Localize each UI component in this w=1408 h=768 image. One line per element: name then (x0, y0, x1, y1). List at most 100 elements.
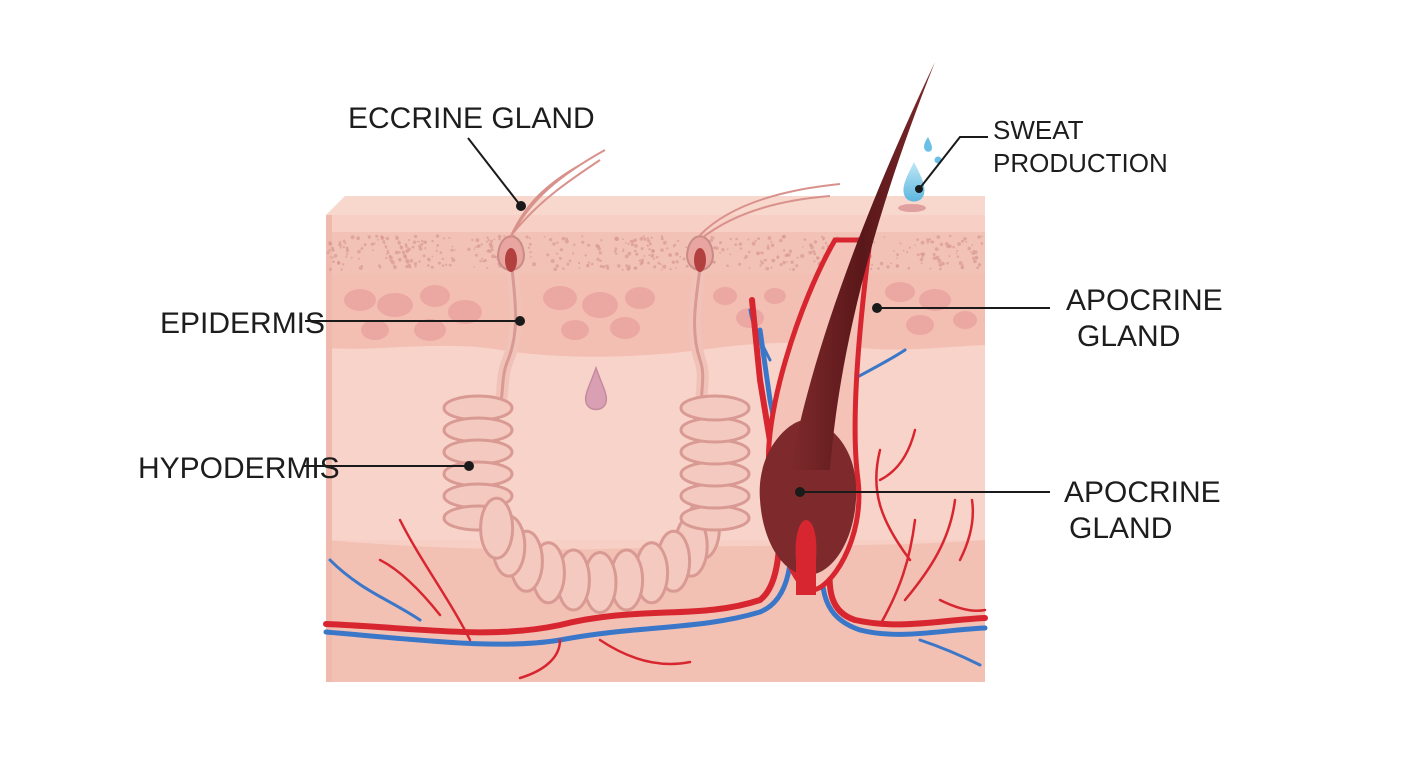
epidermis-dot (529, 251, 532, 254)
hair-shaft (790, 62, 935, 470)
epidermis-dot (738, 262, 742, 266)
epidermis-dot (643, 255, 646, 257)
epidermis-dot (398, 251, 401, 254)
epidermis-dot (788, 249, 793, 253)
epidermis-dot (398, 257, 402, 262)
epidermis-dot (685, 246, 688, 249)
epidermis-dot (487, 238, 490, 242)
epidermis-dot (770, 240, 773, 243)
epidermis-dot (413, 262, 418, 266)
epidermis-dot (453, 249, 456, 251)
epidermis-dot (556, 252, 559, 255)
pore-right-core (694, 248, 706, 272)
epidermis-dot (387, 252, 390, 254)
epidermis-dot (907, 266, 911, 270)
epidermis-dot (418, 260, 421, 263)
epidermis-dot (893, 250, 895, 252)
epidermis-dot (751, 241, 756, 246)
epidermis-dot (675, 260, 679, 264)
epidermis-dot (605, 264, 609, 268)
epidermis-dot (584, 254, 587, 257)
epidermis-dot (617, 264, 621, 268)
epidermis-dot (790, 260, 794, 264)
eccrine-gland-coil (492, 267, 709, 413)
epidermis-dot (406, 260, 410, 264)
epidermis-dot (587, 261, 591, 264)
sweat-drop-icon (903, 162, 925, 202)
epidermis-dot (430, 265, 434, 269)
epidermis-dot (490, 248, 494, 252)
epidermis-dot (614, 236, 619, 241)
epidermis-dot (404, 243, 408, 247)
epidermis-dot (653, 265, 657, 269)
epidermis-dot (483, 259, 487, 263)
eccrine-coil-loop (679, 482, 751, 510)
epidermis-dot (949, 234, 952, 238)
epidermis-dot (475, 238, 480, 243)
epidermis-dot (647, 245, 649, 247)
epidermis-dot (926, 241, 930, 244)
epidermis-dot (896, 253, 899, 257)
epidermis-dot (709, 238, 714, 243)
epidermis-dot (475, 253, 478, 257)
epidermis-dot (721, 248, 725, 252)
epidermis-dot (480, 243, 483, 246)
epidermis-dot (427, 257, 430, 260)
epidermis-dot (497, 234, 502, 239)
epidermis-dot (761, 251, 764, 255)
epidermis-dot (474, 246, 477, 249)
fat-cell (344, 289, 376, 311)
epidermis-dot (955, 252, 958, 255)
epidermis-dot (782, 260, 786, 265)
epidermis-dot (760, 261, 764, 265)
fat-cell (414, 319, 446, 341)
fat-cell (610, 317, 640, 339)
epidermis-dot (418, 246, 423, 251)
epidermis-dot (919, 257, 924, 262)
epidermis-dot (401, 251, 406, 255)
epidermis-dot (660, 268, 663, 271)
epidermis-dot (967, 246, 971, 251)
dermis-papillary-layer (326, 274, 985, 357)
epidermis-dot (627, 266, 631, 270)
fat-cell (885, 282, 915, 302)
eccrine-coil-loop (479, 496, 515, 560)
epidermis-dot (473, 266, 476, 268)
epidermis-dot (407, 247, 411, 252)
epidermis-dot (779, 238, 783, 243)
epidermis-dot (532, 262, 537, 267)
epidermis-dot (326, 251, 330, 255)
epidermis-dot (358, 265, 363, 270)
epidermis-dot (372, 249, 374, 252)
epidermis-dot (630, 242, 635, 247)
epidermis-dot (674, 252, 679, 256)
epidermis-dot (450, 248, 454, 252)
epidermis-dot (421, 239, 424, 243)
epidermis-dot (646, 237, 649, 240)
epidermis-dot (634, 244, 638, 248)
splash-drop-icon (924, 137, 932, 152)
epidermis-dot (963, 237, 967, 241)
epidermis-dot (561, 236, 566, 241)
epidermis-dot (625, 264, 629, 268)
epidermis-dot (895, 264, 899, 268)
epidermis-dot (479, 260, 482, 263)
epidermis-dot (525, 235, 529, 239)
epidermis-dot (435, 234, 440, 238)
epidermis-dot (394, 250, 399, 255)
epidermis-dot (916, 253, 920, 257)
epidermis-dot (337, 261, 341, 265)
epidermis-dot (673, 243, 677, 247)
epidermis-dot (826, 244, 829, 248)
label-hypodermis: HYPODERMIS (138, 452, 340, 485)
epidermis-dot (726, 264, 729, 268)
epidermis-dot (331, 256, 334, 259)
fat-cell (361, 320, 389, 340)
epidermis-dot (648, 248, 651, 251)
epidermis-dot (488, 249, 491, 252)
epidermis-dot (821, 246, 825, 250)
epidermis-dot (397, 241, 401, 245)
label-eccrine-gland: ECCRINE GLAND (348, 102, 595, 135)
epidermis-dot (813, 252, 817, 256)
epidermis-dot (650, 253, 655, 258)
